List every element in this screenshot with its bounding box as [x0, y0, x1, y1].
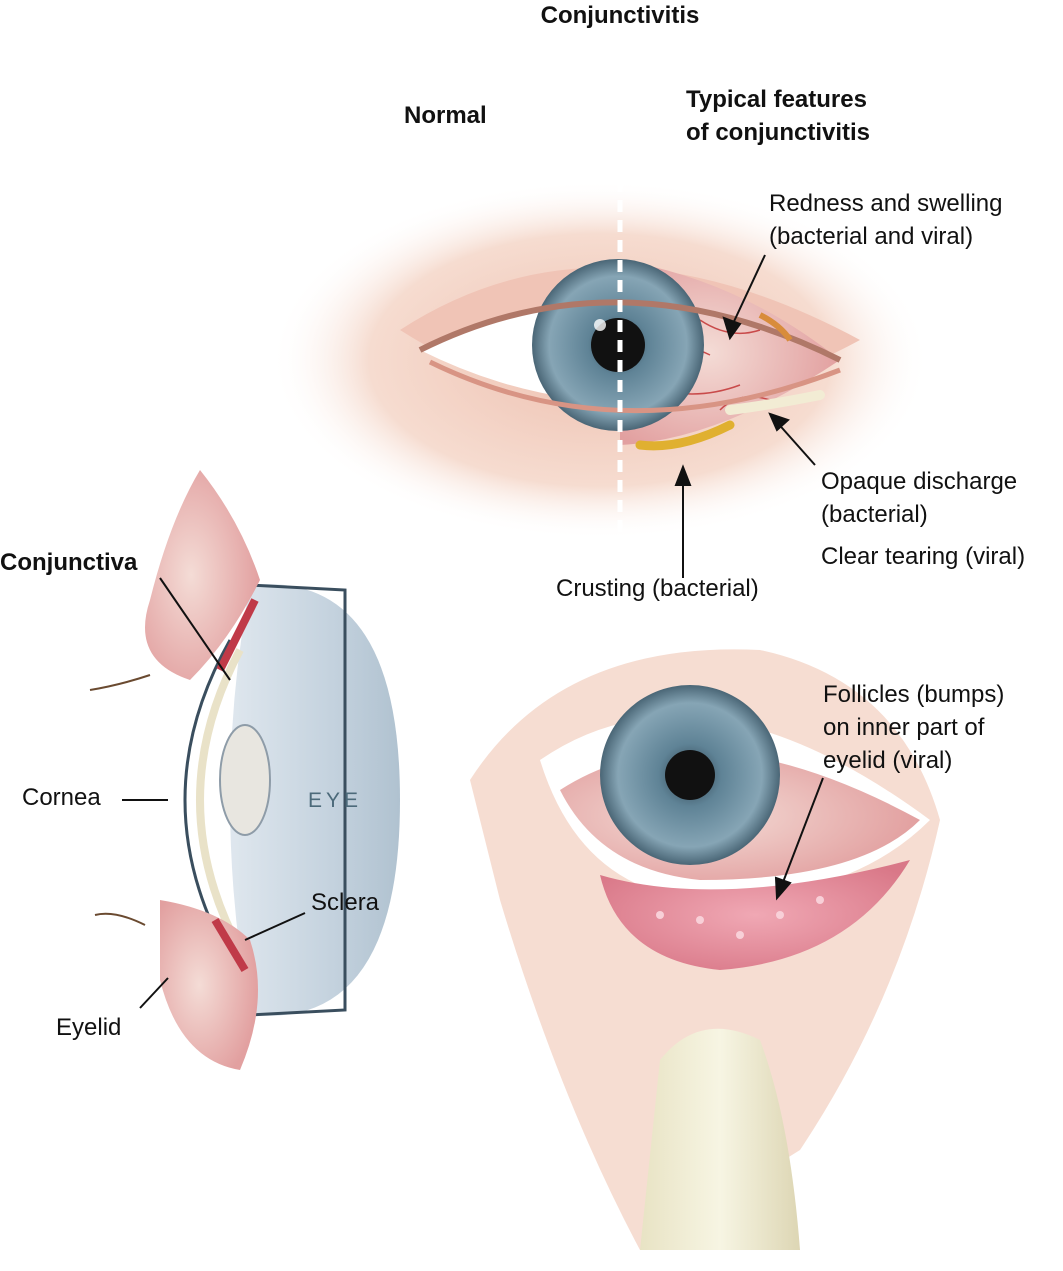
header-typical-features: Typical features of conjunctivitis — [686, 86, 871, 146]
leader-lines — [122, 254, 824, 1009]
bottom-eye-illustration — [470, 649, 940, 1250]
label-eyelid: Eyelid — [56, 1014, 122, 1041]
label-follicles: Follicles (bumps) on inner part of eyeli… — [823, 681, 1005, 774]
label-opaque-discharge: Opaque discharge (bacterial) — [821, 468, 1018, 528]
everted-eyelid — [600, 860, 910, 970]
eye-cross-section — [89, 470, 400, 1070]
label-clear-tearing: Clear tearing (viral) — [821, 543, 1026, 570]
label-redness-swelling: Redness and swelling (bacterial and vira… — [769, 190, 1003, 250]
top-eye-illustration — [270, 180, 930, 560]
label-conjunctiva: Conjunctiva — [0, 549, 138, 576]
lower-eyelid-section — [160, 900, 258, 1070]
label-cornea: Cornea — [22, 784, 101, 811]
label-crusting: Crusting (bacterial) — [556, 575, 759, 602]
header-normal: Normal — [404, 102, 487, 129]
lens — [219, 724, 271, 836]
upper-eyelid-section — [145, 470, 260, 680]
label-sclera: Sclera — [311, 889, 380, 916]
thumb — [640, 1028, 800, 1250]
figure-title: Conjunctivitis — [540, 2, 700, 29]
label-eye: EYE — [308, 789, 363, 812]
